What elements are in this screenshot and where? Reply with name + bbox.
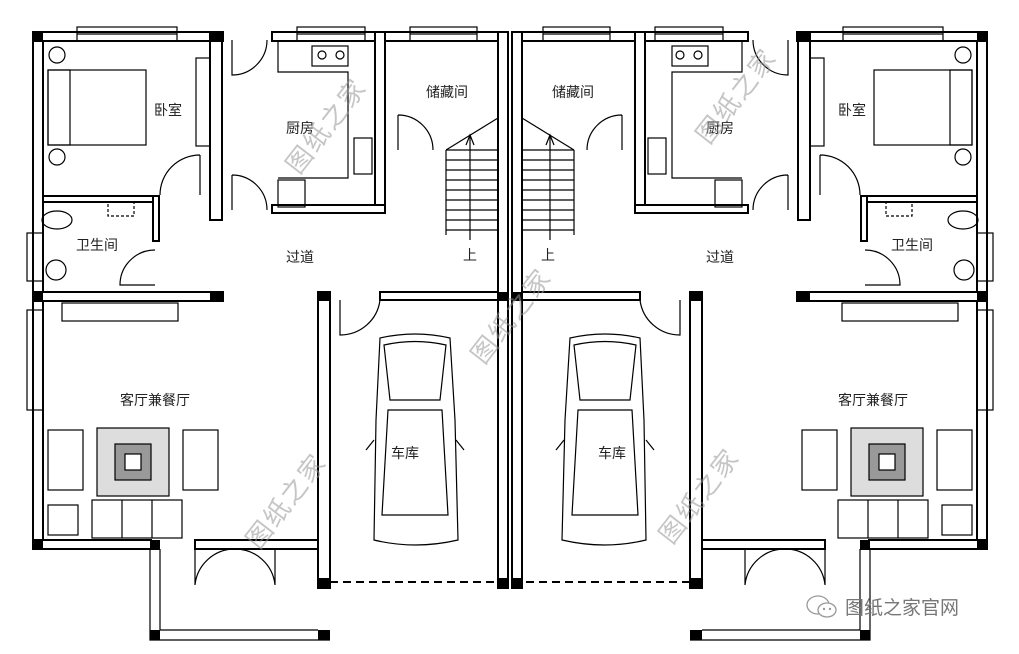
room-label-living-left: 客厅兼餐厅 [120, 393, 190, 409]
footer-brand: 图纸之家官网 [805, 593, 959, 620]
room-label-storage-right: 储藏间 [552, 85, 594, 101]
room-label-bathroom-right: 卫生间 [891, 238, 933, 254]
wechat-icon [806, 594, 837, 618]
room-label-corridor-right: 过道 [706, 250, 734, 266]
room-label-bathroom-left: 卫生间 [76, 238, 118, 254]
room-label-corridor-left: 过道 [286, 250, 314, 266]
room-label-bedroom-right: 卧室 [838, 103, 866, 119]
right-unit-plan [511, 26, 994, 641]
room-label-storage-left: 储藏间 [426, 85, 468, 101]
room-label-kitchen-left: 厨房 [286, 121, 314, 137]
room-label-kitchen-right: 厨房 [706, 121, 734, 137]
stairs-up-label-left: 上 [463, 248, 477, 264]
stairs-up-label-right: 上 [541, 248, 555, 264]
room-label-living-right: 客厅兼餐厅 [838, 393, 908, 409]
room-label-garage-right: 车库 [598, 446, 626, 462]
room-label-bedroom-left: 卧室 [154, 103, 182, 119]
footer-text: 图纸之家官网 [845, 597, 960, 619]
room-label-garage-left: 车库 [391, 446, 419, 462]
